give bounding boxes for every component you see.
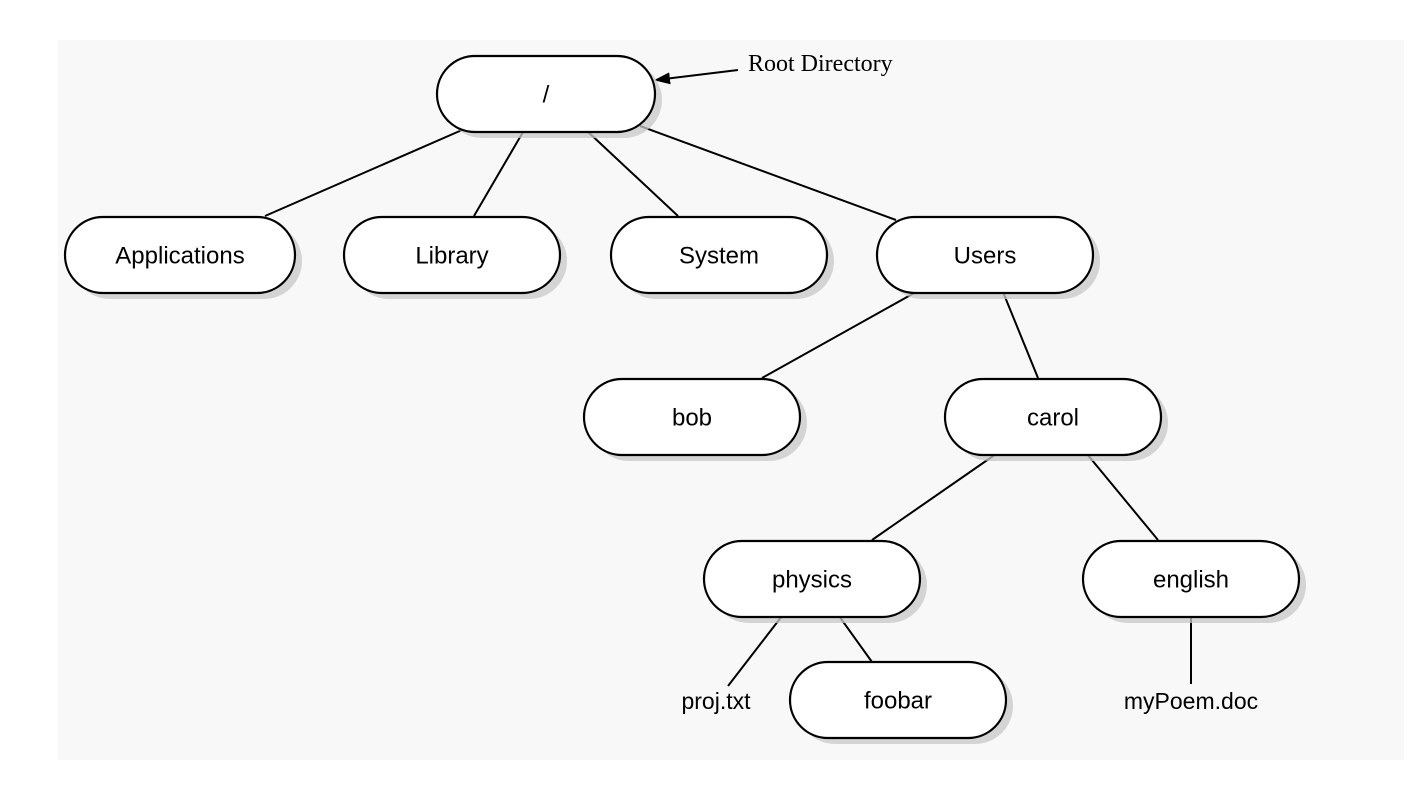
node-label-applications: Applications (115, 243, 244, 270)
node-library: Library (342, 215, 567, 299)
edge-carol-physics (871, 453, 997, 541)
edge-physics-foobar (838, 615, 873, 663)
edge-carol-english (1086, 453, 1159, 541)
edge-users-bob (761, 291, 917, 379)
node-users: Users (875, 215, 1100, 299)
file-label-proj-txt: proj.txt (681, 688, 751, 714)
tree-edges (264, 125, 1192, 687)
edge-root-system (585, 129, 679, 217)
node-physics: physics (702, 539, 927, 623)
node-bob: bob (582, 377, 807, 461)
node-label-bob: bob (672, 405, 712, 432)
file-label-mypoem-doc: myPoem.doc (1124, 688, 1258, 714)
edge-physics-proj-txt (727, 615, 783, 687)
node-foobar: foobar (788, 660, 1013, 744)
node-label-english: english (1153, 567, 1229, 594)
node-label-users: Users (954, 243, 1017, 270)
node-system: System (609, 215, 834, 299)
root-directory-arrow (654, 69, 739, 85)
node-label-foobar: foobar (864, 688, 932, 715)
edge-users-carol (1002, 291, 1039, 379)
node-label-system: System (679, 243, 759, 270)
node-label-root: / (543, 82, 550, 109)
node-applications: Applications (63, 215, 302, 299)
edge-root-users (639, 125, 897, 221)
root-directory-annotation: Root Directory (748, 51, 893, 77)
edge-root-library (473, 131, 524, 217)
node-label-physics: physics (772, 567, 852, 594)
node-english: english (1081, 539, 1306, 623)
node-root: / (435, 54, 662, 138)
edge-root-applications (264, 129, 463, 217)
node-carol: carol (943, 377, 1168, 461)
node-label-library: Library (415, 243, 488, 270)
node-label-carol: carol (1027, 405, 1079, 432)
